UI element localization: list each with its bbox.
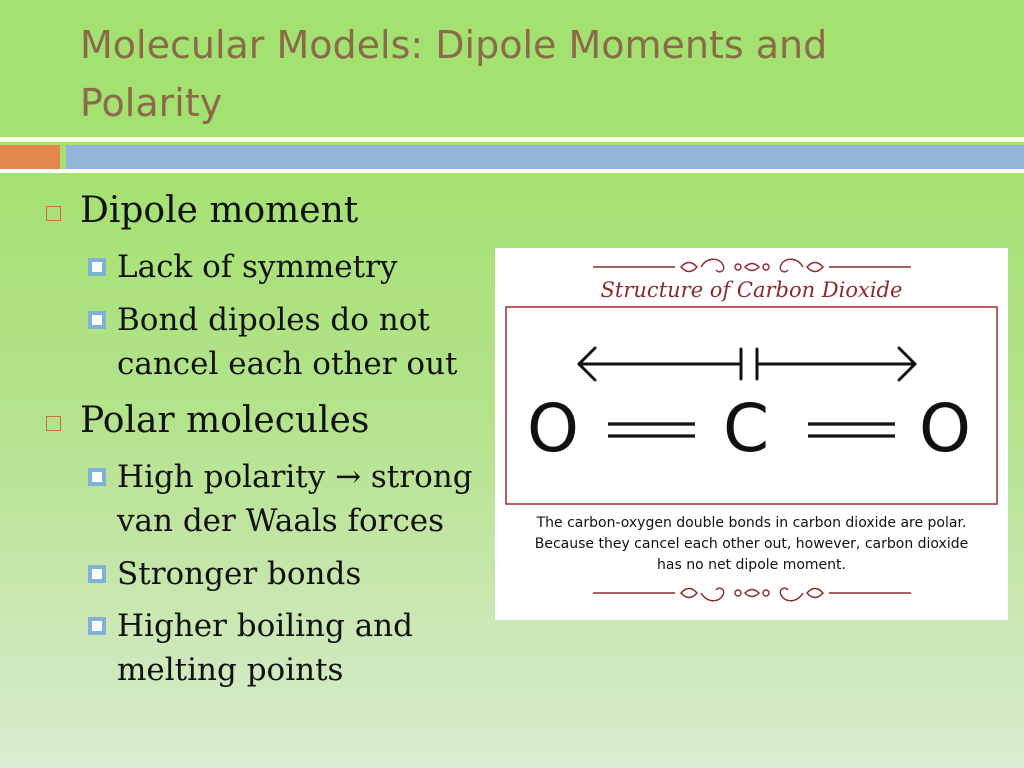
atom-carbon: C xyxy=(723,390,770,467)
figure-graphics xyxy=(505,258,998,602)
filled-square-bullet-icon xyxy=(88,565,106,583)
subbullet-bond-dipoles-line1: Bond dipoles do not xyxy=(117,302,430,338)
bullet-polar-molecules: Polar molecules xyxy=(80,400,370,441)
atom-oxygen-left: O xyxy=(527,390,579,467)
caption-line: has no net dipole moment. xyxy=(657,557,846,573)
slide-title: Molecular Models: Dipole Moments and Pol… xyxy=(80,23,828,125)
filled-square-bullet-icon xyxy=(88,258,106,276)
subbullet-high-polarity-line1: High polarity → strong xyxy=(117,459,473,495)
accent-bar-orange xyxy=(0,145,60,169)
subbullet-stronger-bonds: Stronger bonds xyxy=(117,556,362,592)
hollow-square-bullet-icon xyxy=(46,206,61,221)
co2-structure-figure: Structure of Carbon Dioxide O C O The ca… xyxy=(495,248,1008,620)
ornament-bottom-icon xyxy=(593,587,911,602)
subbullet-bond-dipoles-line2: cancel each other out xyxy=(117,346,458,382)
filled-square-bullet-icon xyxy=(88,617,106,635)
subbullet-boiling-line1: Higher boiling and xyxy=(117,608,413,644)
ornament-top-icon xyxy=(593,258,911,273)
figure-caption: The carbon-oxygen double bonds in carbon… xyxy=(503,513,1000,576)
subbullet-high-polarity-line2: van der Waals forces xyxy=(117,503,445,539)
figure-title: Structure of Carbon Dioxide xyxy=(600,278,903,302)
dipole-arrows-icon xyxy=(577,346,917,382)
caption-line: Because they cancel each other out, howe… xyxy=(534,536,969,552)
subbullet-lack-of-symmetry: Lack of symmetry xyxy=(117,249,398,285)
title-band xyxy=(0,0,1024,137)
accent-bar-blue xyxy=(66,145,1024,169)
divider-line-bottom xyxy=(0,169,1024,173)
figure-frame xyxy=(505,306,998,505)
bullet-dipole-moment: Dipole moment xyxy=(80,190,359,231)
hollow-square-bullet-icon xyxy=(46,416,61,431)
divider-line-top xyxy=(0,137,1024,142)
double-bond-lines xyxy=(608,422,895,438)
filled-square-bullet-icon xyxy=(88,468,106,486)
filled-square-bullet-icon xyxy=(88,311,106,329)
caption-line: The carbon-oxygen double bonds in carbon… xyxy=(536,515,967,531)
bullet-list: Dipole moment Lack of symmetry Bond dipo… xyxy=(0,0,500,768)
atom-oxygen-right: O xyxy=(919,390,971,467)
subbullet-boiling-line2: melting points xyxy=(117,652,344,688)
